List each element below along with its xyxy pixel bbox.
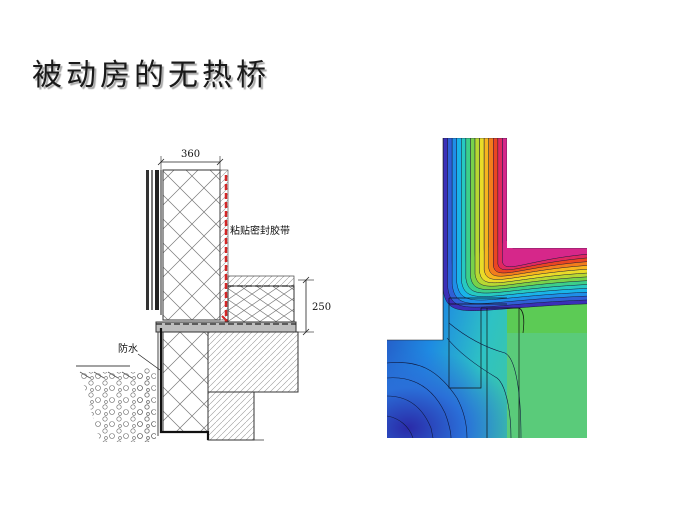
floor-slab — [155, 275, 297, 333]
dimension-height-label: 250 — [312, 302, 331, 313]
label-waterproof: 防水 — [118, 342, 138, 355]
dimension-height: 250 — [298, 276, 331, 336]
label-sealing-tape: 粘贴密封胶带 — [230, 224, 290, 237]
slide-title: 被动房的无热桥 — [32, 58, 270, 93]
isotherm-band — [502, 138, 587, 268]
wall-insulation — [162, 169, 221, 321]
ground-gravel — [76, 365, 156, 442]
perimeter-insulation — [162, 331, 209, 433]
dimension-width: 360 — [157, 149, 224, 174]
concrete-foundation — [207, 331, 299, 393]
waterproof-layer — [157, 328, 210, 440]
dimension-width-label: 360 — [181, 149, 200, 160]
exterior-cladding — [146, 170, 162, 315]
construction-detail-drawing: 360 粘贴密封胶带 250 — [76, 149, 331, 442]
thermal-simulation-image — [387, 138, 587, 438]
